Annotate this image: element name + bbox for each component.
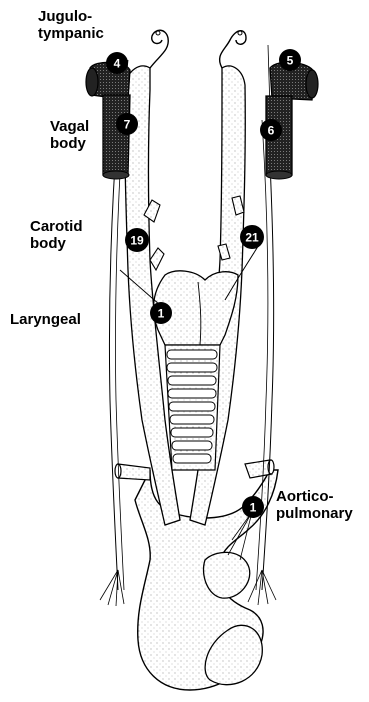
left-vagal-body — [103, 95, 130, 179]
label-carotid-body-line1: Carotid — [30, 218, 83, 235]
marker-1-laryngeal: 1 — [150, 302, 172, 324]
left-carotid-curl — [150, 30, 168, 68]
marker-1-laryngeal-text: 1 — [158, 307, 165, 321]
marker-21-text: 21 — [245, 231, 259, 245]
left-vagus-nerve-2 — [115, 120, 124, 590]
left-vagus-nerve — [109, 120, 118, 590]
marker-4: 4 — [106, 52, 128, 74]
left-subclavian-stump — [118, 464, 150, 480]
marker-1-aorticopulmonary: 1 — [242, 496, 264, 518]
marker-7-text: 7 — [124, 118, 131, 132]
label-jugulotympanic-line1: Jugulo- — [38, 8, 104, 25]
label-carotid-body-line2: body — [30, 235, 83, 252]
label-laryngeal-line1: Laryngeal — [10, 311, 81, 328]
marker-5: 5 — [279, 49, 301, 71]
marker-19-text: 19 — [130, 234, 144, 248]
label-aorticopulmonary-line2: pulmonary — [276, 505, 353, 522]
left-nerve-fan — [100, 570, 124, 606]
marker-7: 7 — [116, 113, 138, 135]
label-vagal-body-line2: body — [50, 135, 89, 152]
label-laryngeal: Laryngeal — [10, 311, 81, 328]
label-jugulotympanic: Jugulo- tympanic — [38, 8, 104, 42]
trachea — [165, 345, 220, 470]
label-carotid-body: Carotid body — [30, 218, 83, 252]
pulmonary-trunk — [204, 552, 250, 598]
marker-5-text: 5 — [287, 54, 294, 68]
marker-19: 19 — [125, 228, 149, 252]
right-vagus-nerve — [262, 120, 274, 590]
label-aorticopulmonary: Aortico- pulmonary — [276, 488, 353, 522]
marker-1-aorticopulmonary-text: 1 — [250, 501, 257, 515]
marker-4-text: 4 — [114, 57, 121, 71]
label-jugulotympanic-line2: tympanic — [38, 25, 104, 42]
marker-6: 6 — [260, 119, 282, 141]
label-aorticopulmonary-line1: Aortico- — [276, 488, 353, 505]
marker-6-text: 6 — [268, 124, 275, 138]
right-carotid-curl — [220, 31, 246, 68]
label-vagal-body: Vagal body — [50, 118, 89, 152]
label-vagal-body-line1: Vagal — [50, 118, 89, 135]
marker-21: 21 — [240, 225, 264, 249]
